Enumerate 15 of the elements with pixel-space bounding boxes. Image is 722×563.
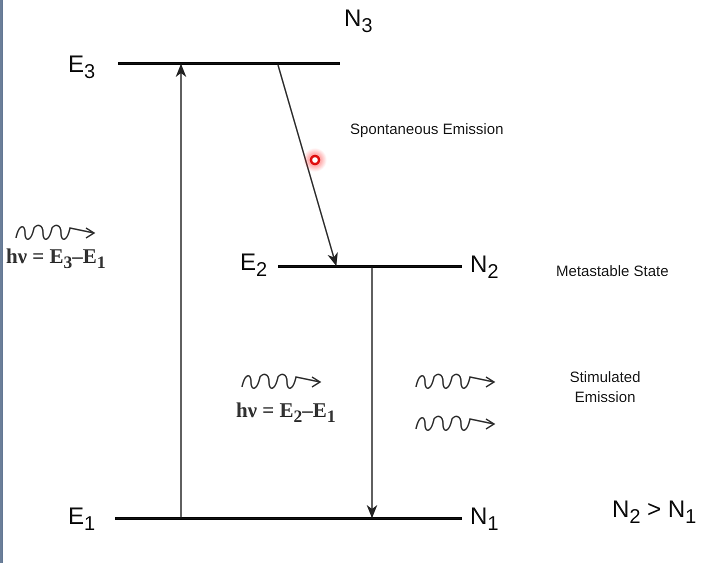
annotation-text: Metastable State [556, 262, 669, 282]
population-label: N$_{1}$ [470, 504, 498, 537]
population-condition: N$_{2}$ > N$_{1}$ [612, 500, 696, 527]
transition-arrow [176, 64, 186, 517]
energy-equation: hν = E$_{3}$–E$_{1}$ [6, 246, 106, 272]
energy-level-label: E$_{3}$ [68, 52, 96, 85]
energy-level-label: E$_{1}$ [68, 504, 96, 537]
transition-arrow [366, 268, 378, 518]
population-label: N$_{2}$ [470, 252, 498, 285]
annotation-text: Stimulated Emission [568, 368, 642, 408]
energy-equation: hν = E$_{2}$–E$_{1}$ [236, 400, 336, 426]
population-label: N$_{3}$ [344, 6, 372, 39]
annotation-text: Spontaneous Emission [350, 120, 504, 140]
energy-level-label: E$_{2}$ [240, 250, 268, 283]
transition-arrow [277, 64, 338, 266]
